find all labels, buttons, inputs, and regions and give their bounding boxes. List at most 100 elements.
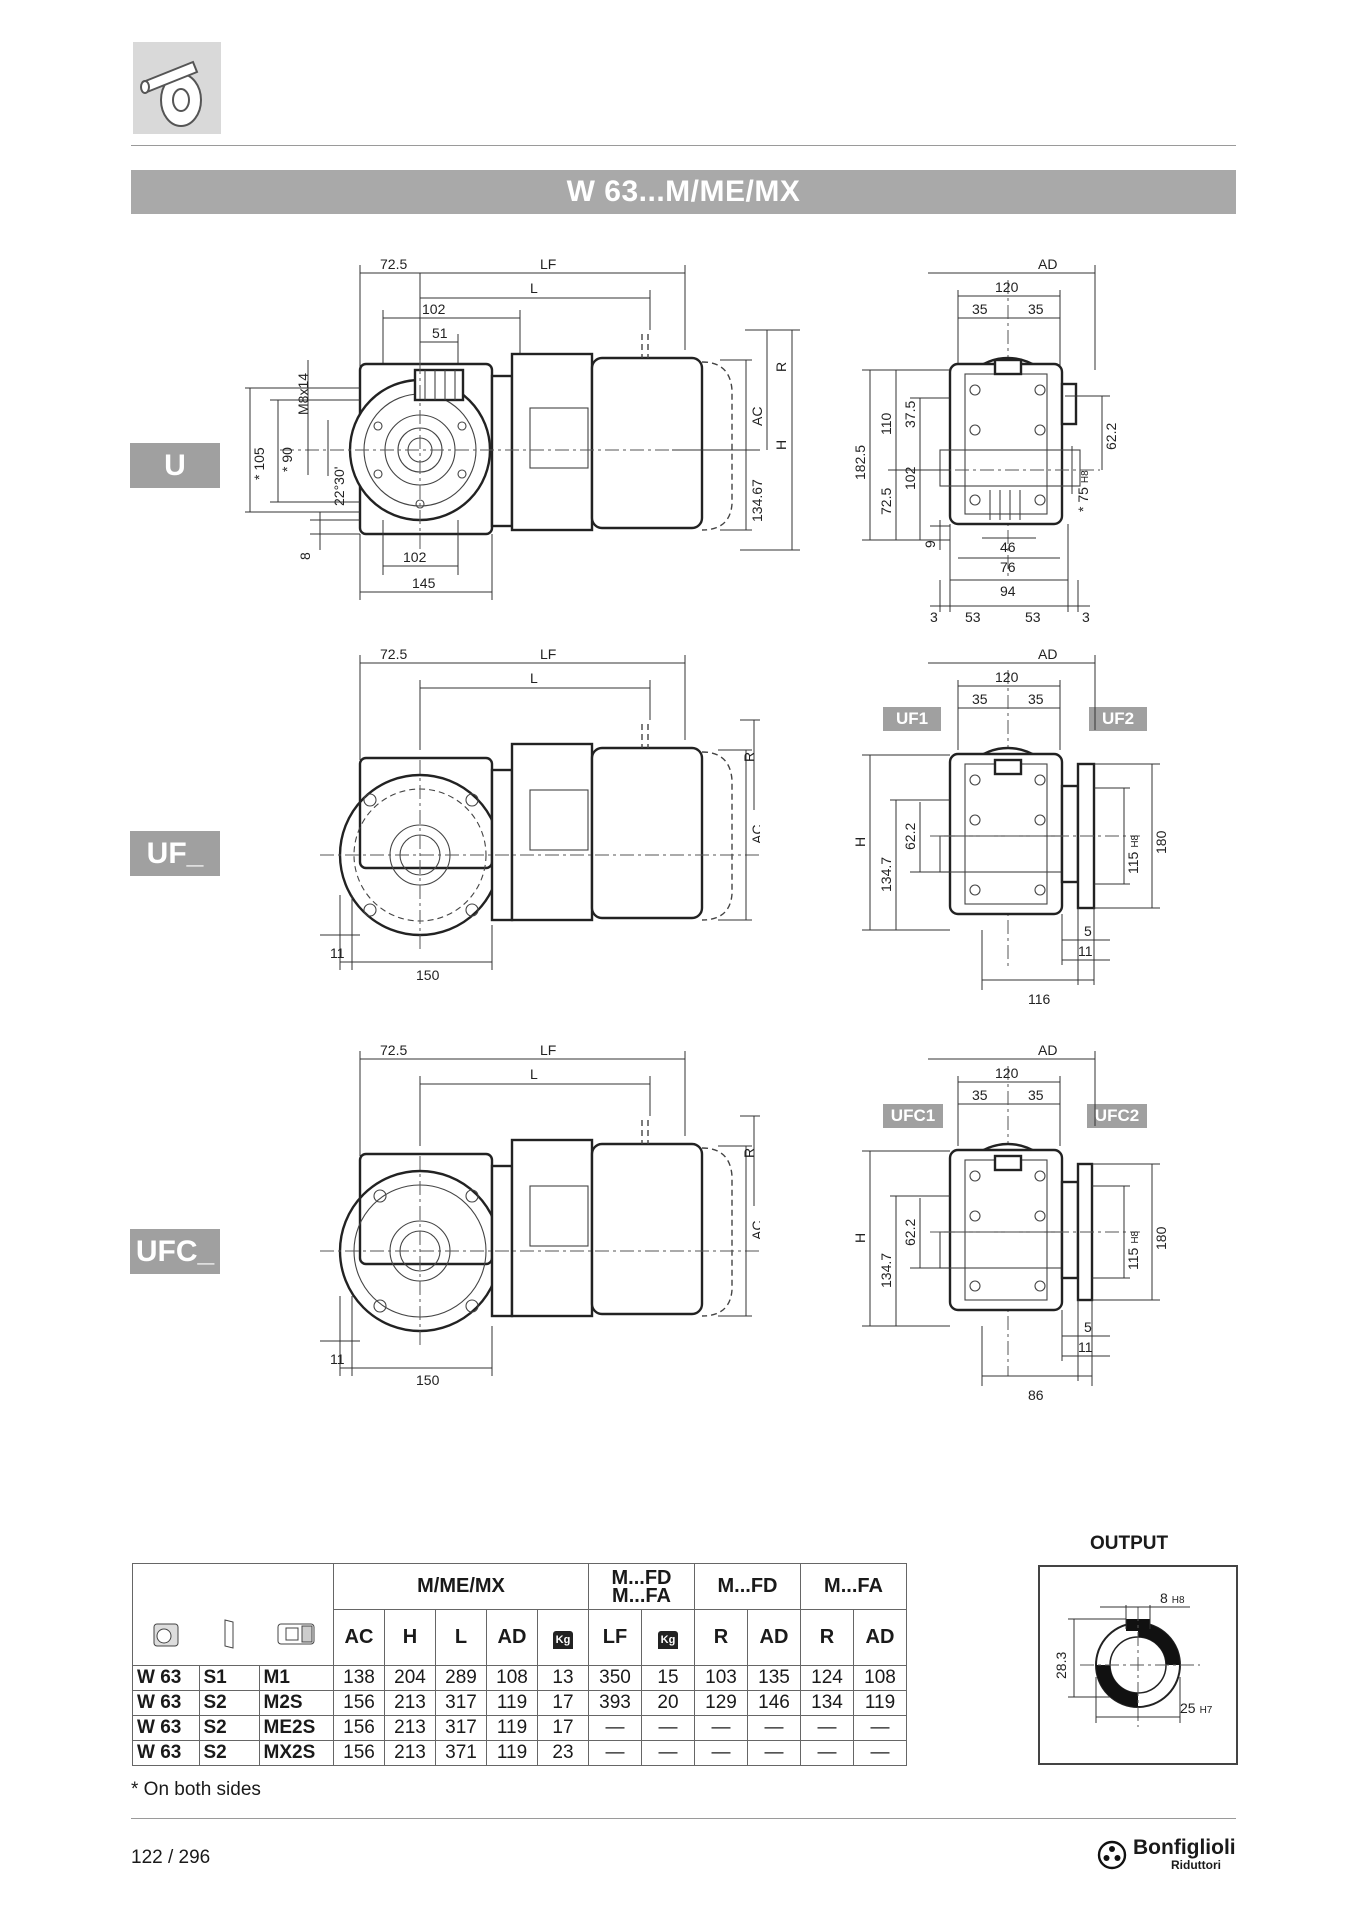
brand-logo: Bonfiglioli Riduttori [1097,1836,1236,1872]
col-h: H [384,1609,436,1666]
drawing-u-front-view: AD 120 35 35 46 76 94 3 53 53 3 182.5 11… [852,256,1119,625]
dim-uf-3a: 3 [930,609,938,625]
section-label-ufc: UFC_ [130,1229,220,1274]
dim-uf-94: 94 [1000,583,1016,599]
table-corner [132,1563,334,1610]
dim-uf-102: 102 [902,466,918,490]
brand-mark-icon [1097,1840,1127,1870]
dim-ufcf-180: 180 [1153,1226,1169,1250]
variant-tag-ufc1: UFC1 [883,1104,943,1128]
group-header-fa: M...FA [800,1563,907,1610]
dim-ufcf-h: H [852,1233,868,1243]
dim-ufs-l: L [530,670,538,686]
dim-uff-35a: 35 [972,691,988,707]
dim-u-51: 51 [432,325,448,341]
dim-uff-180: 180 [1153,830,1169,854]
dim-uff-120: 120 [995,669,1019,685]
dim-u-s90: * 90 [279,447,295,472]
dim-ufs-lf: LF [540,646,556,662]
dim-ufcs-r: R [741,1148,757,1158]
group-header-m-me-mx: M/ME/MX [333,1563,589,1610]
section-label-uf: UF_ [130,831,220,876]
dim-uf-53a: 53 [965,609,981,625]
dim-uf-37: 37.5 [902,401,918,428]
dim-uff-134: 134.7 [878,857,894,892]
section-label-u: U [130,443,220,488]
dim-u-102b: 102 [403,549,427,565]
dim-u-102: 102 [422,301,446,317]
dim-ufcs-11: 11 [330,1351,345,1367]
dim-u-m8: M8x14 [295,373,311,415]
weight-icon-fd: Kg [641,1609,695,1666]
dim-uff-35b: 35 [1028,691,1044,707]
drawing-uf-front-view: AD 120 35 35 5 11 116 H 134.7 62.2 115H8… [852,646,1169,1007]
footer-rule [131,1818,1236,1819]
top-rule [131,145,1236,146]
col-ac: AC [333,1609,385,1666]
dim-ufcf-35a: 35 [972,1087,988,1103]
col-ad: AD [486,1609,538,1666]
dim-uff-h: H [852,837,868,847]
dim-u-lf: LF [540,256,556,272]
brand-name: Bonfiglioli [1133,1836,1236,1859]
dim-uff-5: 5 [1084,923,1092,939]
dim-u-145: 145 [412,575,436,591]
variant-tag-ufc2: UFC2 [1087,1104,1147,1128]
dim-uf-ad: AD [1038,256,1057,272]
dim-uf-110: 110 [878,412,894,435]
dim-uf-72: 72.5 [878,488,894,515]
col-l: L [435,1609,487,1666]
dim-u-l: L [530,280,538,296]
output-depth: 28.3 [1053,1652,1069,1679]
variant-tag-uf1: UF1 [883,707,941,731]
dim-uf-76: 76 [1000,559,1016,575]
col-lf: LF [588,1609,642,1666]
dim-uf-s75: * 75H8 [1075,470,1091,512]
dim-u-72-5: 72.5 [380,256,407,272]
dim-ufcs-72-5: 72.5 [380,1042,407,1058]
dim-uf-182: 182.5 [852,445,868,480]
variant-tag-uf2: UF2 [1089,707,1147,731]
dim-uf-53b: 53 [1025,609,1041,625]
page-title: W 63...M/ME/MX [131,170,1236,214]
group-header-fd: M...FD [694,1563,801,1610]
drawing-u-side-view: 72.5 LF L 102 51 102 145 M8x14 * 105 * 9… [245,256,800,600]
dim-u-ac: AC [749,407,765,426]
dim-ufs-r: R [741,752,757,762]
dim-uff-62: 62.2 [902,823,918,850]
dim-uf-62: 62.2 [1103,423,1119,450]
shaft-icon [199,1609,259,1666]
drawing-uf-side-view: 72.5 LF L 11 150 AC R [320,646,760,980]
dim-ufcs-ac: AC [749,1221,760,1240]
col-r-fd: R [694,1609,748,1666]
dim-uf-120: 120 [995,279,1019,295]
dim-ufcf-5: 5 [1084,1319,1092,1335]
dim-uf-9: 9 [922,540,938,548]
dim-uff-115: 115H8 [1125,834,1141,874]
dim-uf-35a: 35 [972,301,988,317]
col-r-fa: R [800,1609,854,1666]
dim-ufs-150: 150 [416,967,440,980]
drawing-ufc-side-view: 72.5 LF L 11 150 AC R [320,1042,760,1386]
dim-ufcf-62: 62.2 [902,1219,918,1246]
dim-ufs-11: 11 [330,945,345,961]
dim-u-r: R [773,362,789,372]
product-thumbnail-icon [133,42,221,134]
dim-uf-46: 46 [1000,539,1016,555]
dim-uff-11: 11 [1078,943,1093,959]
dim-uff-116: 116 [1028,991,1051,1007]
dim-ufcf-ad: AD [1038,1042,1057,1058]
dim-ufcf-134: 134.7 [878,1253,894,1288]
dim-ufcf-86: 86 [1028,1387,1044,1403]
dim-ufs-72-5: 72.5 [380,646,407,662]
col-ad-fa: AD [853,1609,907,1666]
brand-subtitle: Riduttori [1171,1858,1221,1872]
